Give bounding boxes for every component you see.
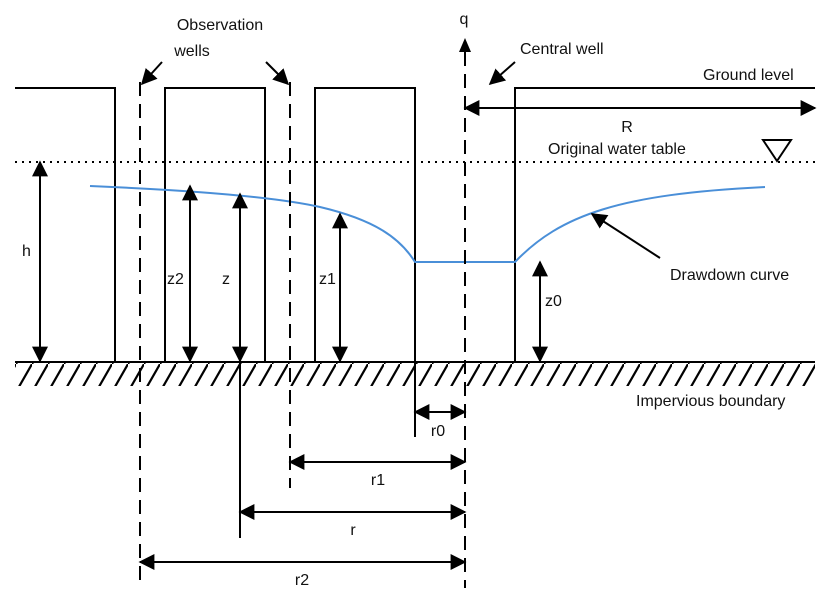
water-table-symbol: [761, 139, 793, 163]
pointer-arrows: [140, 61, 661, 259]
drawdown-curve-label: Drawdown curve: [670, 267, 789, 284]
R-label: R: [621, 119, 633, 136]
z0-label: z0: [545, 293, 562, 310]
dimension-arrows: [32, 100, 817, 570]
ground-segment-right: [514, 87, 815, 362]
z-label: z: [222, 271, 230, 288]
h-label: h: [22, 243, 31, 260]
ground-level-label: Ground level: [703, 67, 794, 84]
r2-label: r2: [295, 572, 309, 589]
labels: Observation wells q Central well Ground …: [22, 11, 794, 589]
ground-segment-mid-1: [164, 87, 266, 362]
impervious-boundary-label: Impervious boundary: [636, 393, 785, 410]
q-label: q: [460, 11, 469, 28]
drawdown-curve: [89, 185, 766, 263]
central-well-label: Central well: [520, 41, 604, 58]
central-well-pointer: [488, 61, 516, 86]
observation-wells-pointer-left: [140, 61, 163, 86]
q-arrowhead: [459, 38, 471, 52]
original-water-table-label: Original water table: [548, 141, 686, 158]
observation-wells-label-line2: wells: [173, 43, 210, 60]
r1-label: r1: [371, 472, 385, 489]
drawdown-curve-pointer: [590, 213, 661, 259]
observation-wells-label-line1: Observation: [177, 17, 263, 34]
ground-profile: [15, 87, 815, 437]
z1-label: z1: [319, 271, 336, 288]
ground-segment-left: [15, 87, 116, 362]
z2-label: z2: [167, 271, 184, 288]
observation-wells-pointer-right: [265, 61, 290, 86]
r0-label: r0: [431, 423, 445, 440]
r-label: r: [350, 522, 356, 539]
